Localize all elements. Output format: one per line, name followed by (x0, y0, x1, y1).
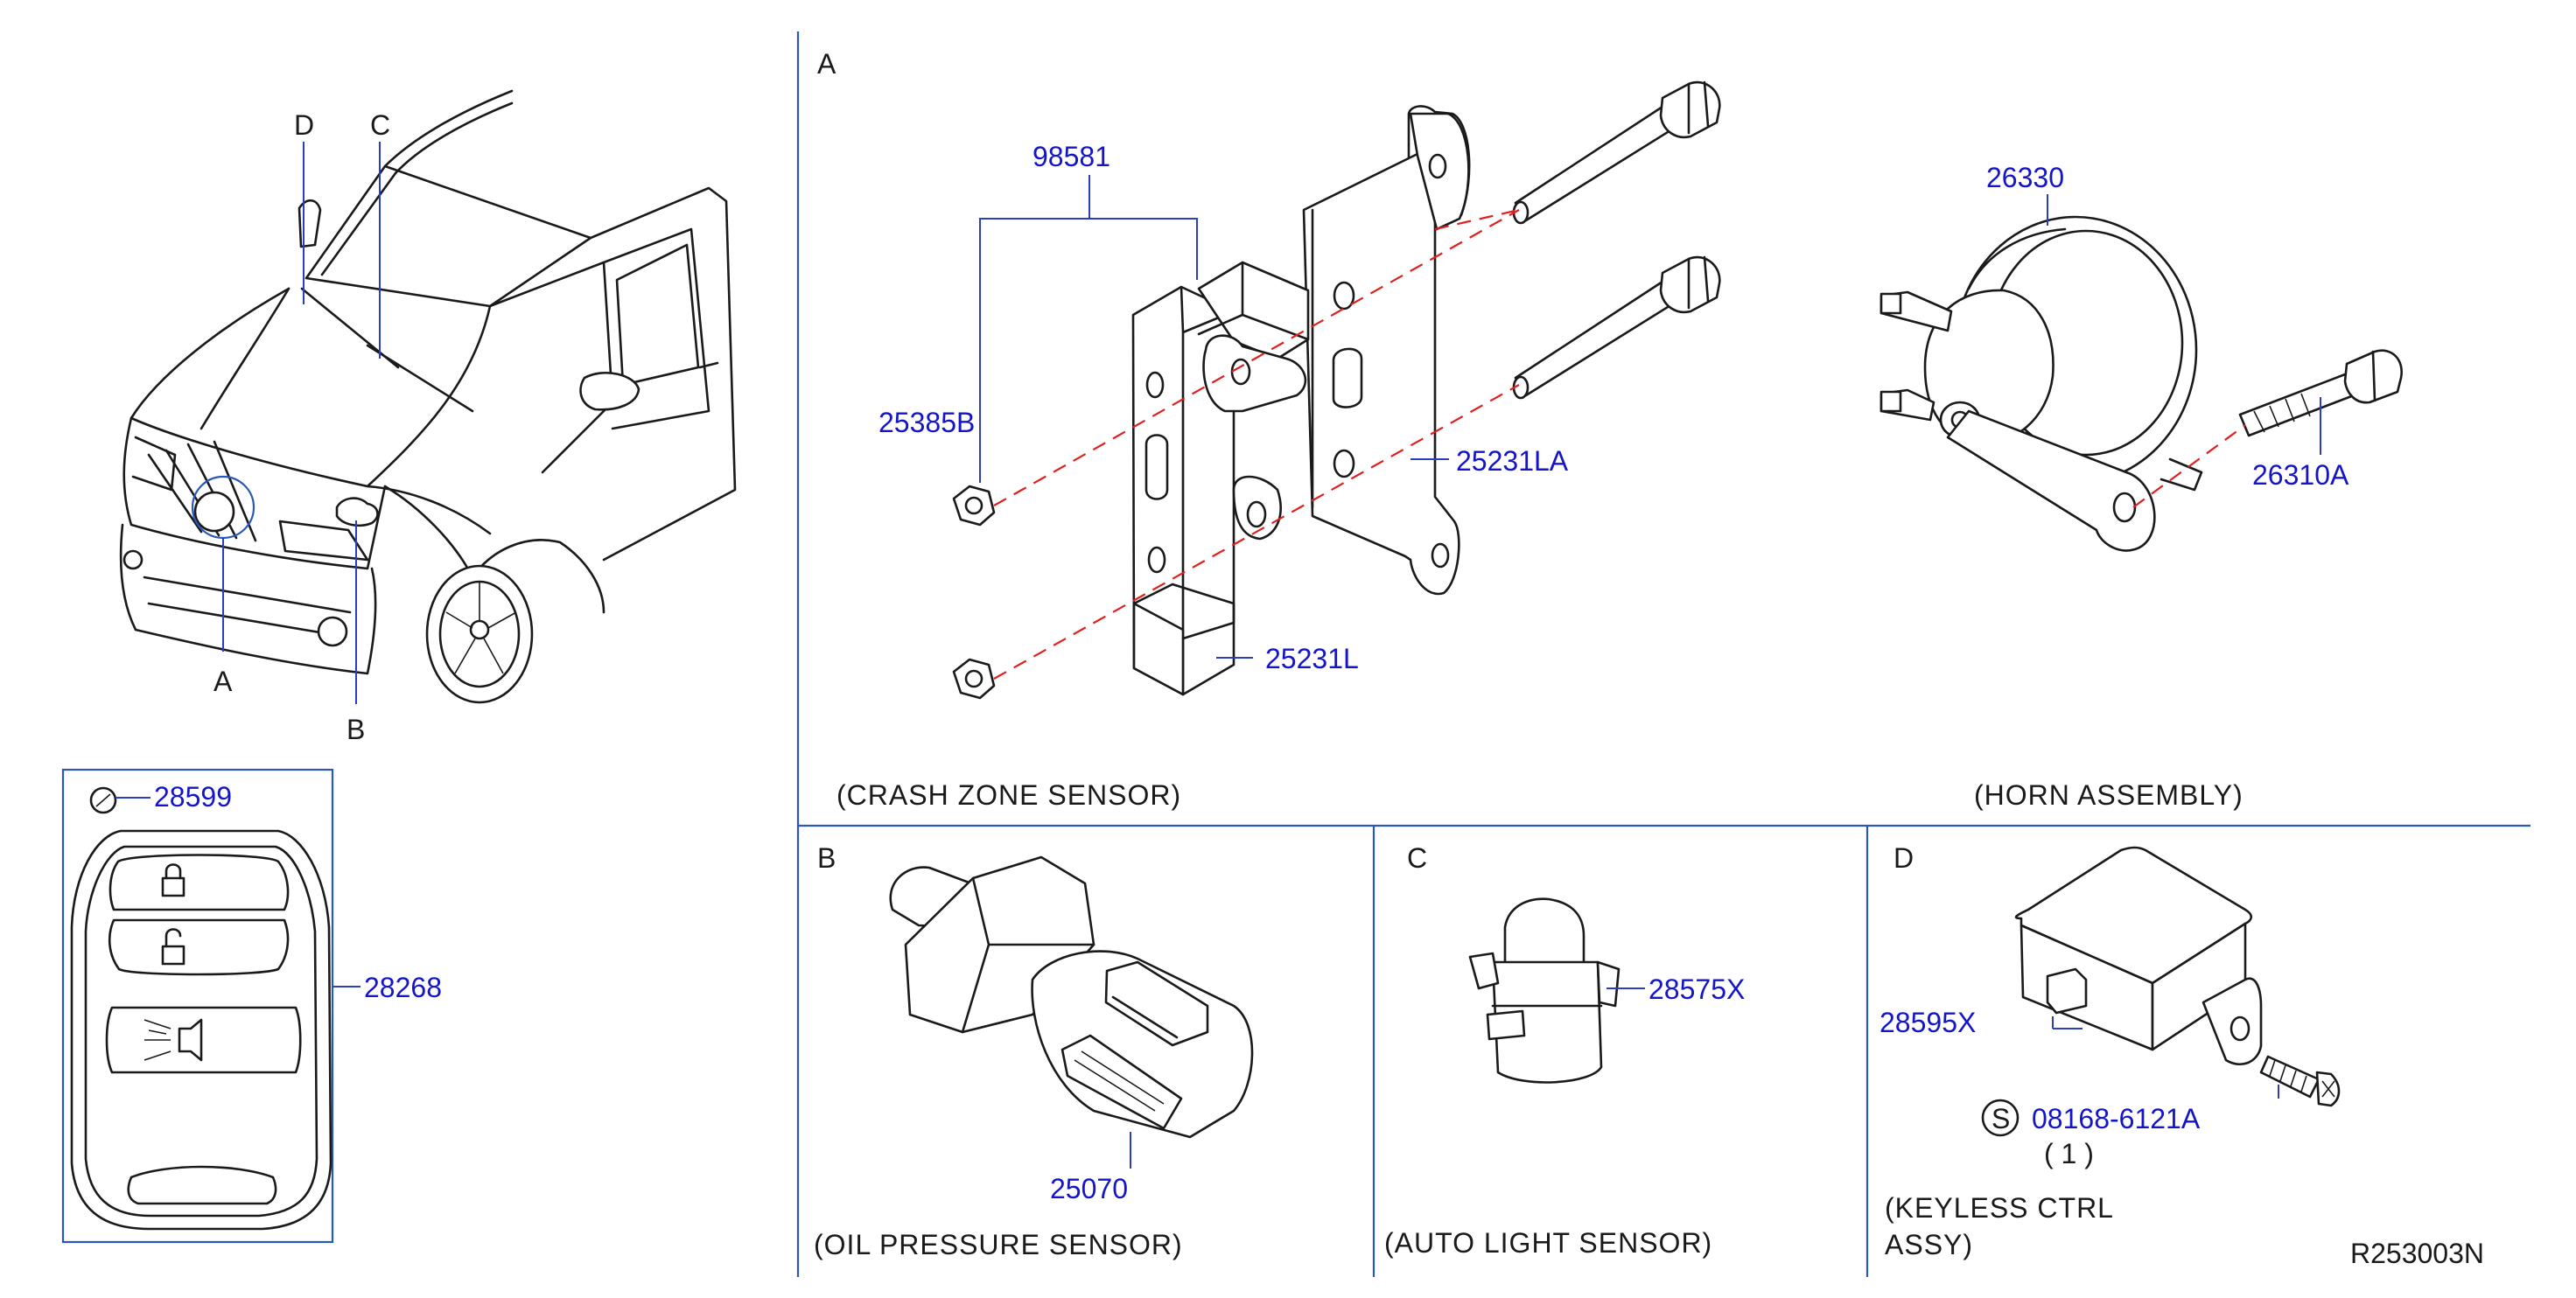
bolt-26310A (2238, 349, 2403, 437)
section-letter-b: B (817, 842, 836, 874)
part-number-26310A: 26310A (2252, 459, 2349, 491)
part-number-28599: 28599 (154, 781, 232, 813)
part-number-28595X: 28595X (1880, 1007, 1976, 1038)
caption-horn-assembly: (HORN ASSEMBLY) (1974, 779, 2244, 811)
part-number-28575X: 28575X (1648, 974, 1745, 1005)
screw-08168-6121A (2259, 1055, 2341, 1107)
horn-26330 (1880, 215, 2203, 552)
part-number-25070: 25070 (1050, 1173, 1128, 1204)
part-number-08168-6121A: 08168-6121A (2032, 1103, 2201, 1134)
section-letter-d: D (1894, 842, 1914, 874)
lock-icon (161, 876, 186, 897)
nut-upper-25385B (952, 485, 996, 527)
leaders-a (979, 175, 1449, 659)
callout-a: A (214, 666, 233, 697)
part-number-28268: 28268 (364, 972, 442, 1003)
caption-keyless-ctrl-line2: ASSY) (1885, 1229, 1973, 1260)
crash-sensor-25231L (1131, 261, 1310, 696)
callout-d: D (294, 109, 314, 141)
panic-light-icon (178, 1018, 203, 1062)
caption-keyless-ctrl-line1: (KEYLESS CTRL (1885, 1192, 2114, 1224)
section-frame (61, 31, 2530, 1277)
key-fob-28268 (70, 786, 360, 1231)
callout-c: C (370, 109, 390, 141)
caption-auto-light-sensor: (AUTO LIGHT SENSOR) (1384, 1227, 1712, 1259)
quantity-08168-6121A: ( 1 ) (2044, 1138, 2094, 1169)
bolt-upper (1512, 80, 1721, 225)
s-mark-letter: S (1992, 1103, 2010, 1134)
section-letter-c: C (1407, 842, 1427, 874)
section-letter-a: A (817, 48, 836, 80)
caption-oil-pressure-sensor: (OIL PRESSURE SENSOR) (814, 1229, 1183, 1260)
vehicle-illustration (119, 89, 737, 704)
center-lines-a (993, 208, 1520, 680)
auto-light-sensor-28575X (1468, 897, 1620, 1084)
bolt-lower (1512, 255, 1721, 400)
part-number-25231L: 25231L (1265, 643, 1359, 674)
part-number-25385B: 25385B (878, 407, 975, 438)
caption-crash-zone-sensor: (CRASH ZONE SENSOR) (836, 779, 1181, 811)
vehicle-callouts: D C A B (214, 109, 390, 745)
nut-lower-25385B (952, 658, 996, 700)
part-number-25231LA: 25231LA (1456, 445, 1569, 477)
crash-sensor-bracket-25231LA (1302, 105, 1471, 596)
s-mark-icon (1981, 1099, 2020, 1137)
oil-pressure-sensor-25070 (889, 855, 1254, 1139)
part-number-98581: 98581 (1032, 141, 1110, 172)
callout-b: B (346, 714, 365, 745)
keyless-ctrl-assy-28595X (2014, 846, 2263, 1065)
part-number-26330: 26330 (1986, 162, 2064, 193)
unlock-icon (161, 945, 186, 966)
diagram-code: R253003N (2350, 1238, 2484, 1269)
